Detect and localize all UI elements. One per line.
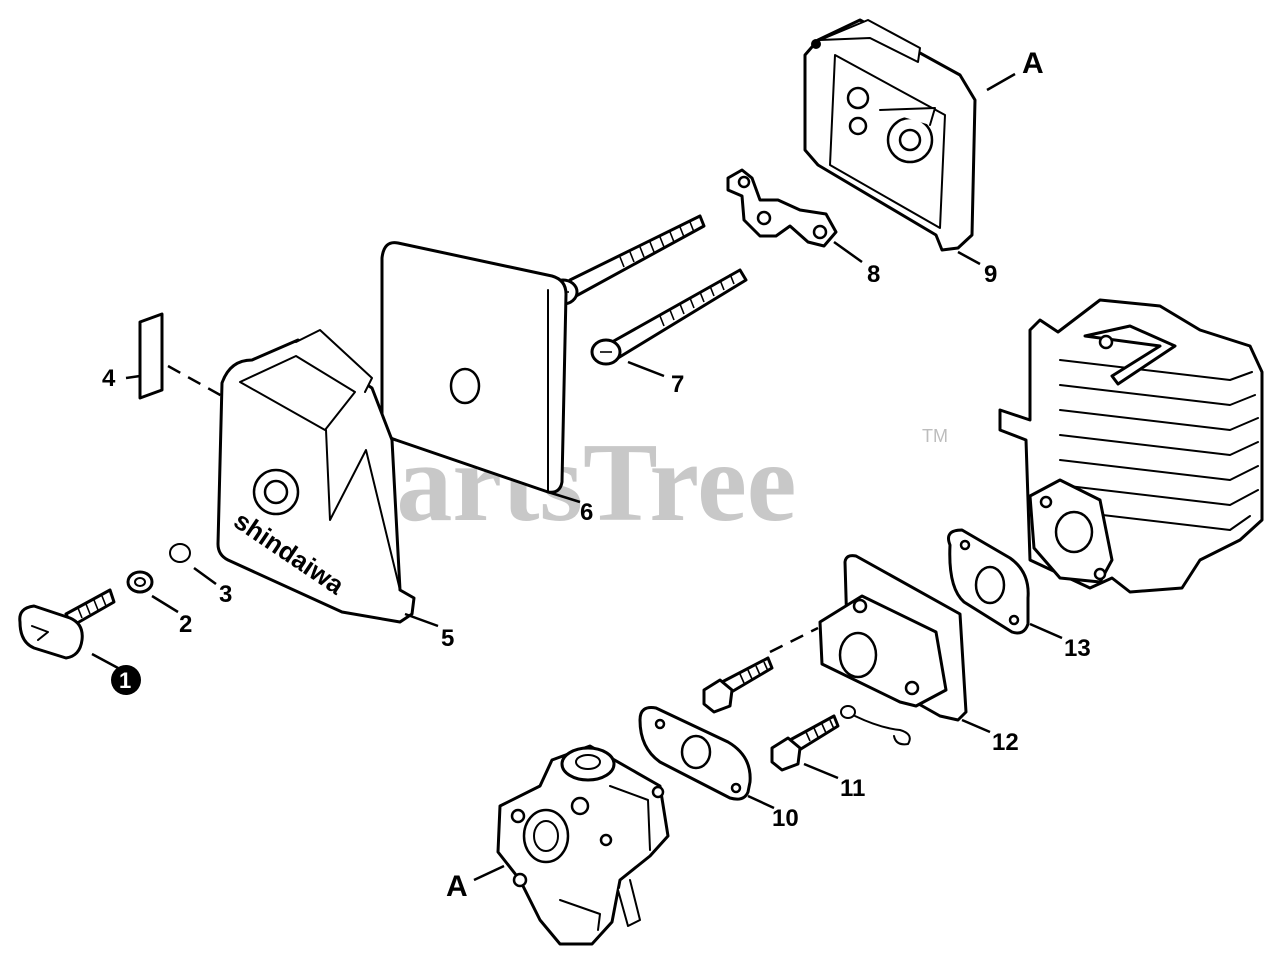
- part-12-clip[interactable]: [840, 705, 911, 746]
- leader-5: [404, 612, 439, 628]
- leader-6: [547, 490, 581, 504]
- part-5-air-cleaner-cover[interactable]: shindaiwa: [216, 329, 416, 624]
- part-8-bracket[interactable]: [726, 168, 838, 248]
- callout-13[interactable]: 13: [1064, 635, 1091, 662]
- leader-3: [193, 566, 217, 586]
- part-4-label[interactable]: [138, 312, 164, 400]
- leader-ref-a-top: [986, 72, 1016, 92]
- reference-a-bottom: A: [446, 870, 468, 903]
- dashline-4-to-5: [167, 364, 223, 398]
- leader-1: [91, 652, 119, 670]
- callout-5[interactable]: 5: [441, 625, 454, 652]
- leader-8: [833, 240, 863, 264]
- part-9-air-cleaner-base[interactable]: [803, 18, 977, 252]
- leader-2: [151, 594, 179, 614]
- leader-13: [1029, 622, 1063, 640]
- part-11-bolt-upper[interactable]: [702, 656, 774, 714]
- callout-12[interactable]: 12: [992, 729, 1019, 756]
- part-13-gasket[interactable]: [947, 528, 1030, 635]
- callout-2[interactable]: 2: [179, 611, 192, 638]
- watermark-trademark: TM: [922, 426, 948, 446]
- leader-10: [747, 794, 775, 810]
- callout-1-circled[interactable]: 1: [111, 665, 141, 695]
- part-7-long-screw-lower[interactable]: [590, 268, 748, 366]
- leader-7: [627, 360, 665, 378]
- callout-9[interactable]: 9: [984, 261, 997, 288]
- callout-6[interactable]: 6: [580, 499, 593, 526]
- part-1-knob-bolt[interactable]: [18, 588, 116, 660]
- callout-10[interactable]: 10: [772, 805, 799, 832]
- dashline-11-to-12: [769, 626, 819, 654]
- reference-a-top: A: [1022, 47, 1044, 80]
- carburetor: [496, 744, 670, 946]
- callout-7[interactable]: 7: [671, 371, 684, 398]
- part-7-long-screw-upper[interactable]: [547, 214, 706, 306]
- part-2-washer[interactable]: [126, 570, 154, 594]
- leader-4: [125, 374, 141, 380]
- leader-12: [961, 718, 991, 734]
- leader-11: [803, 762, 839, 780]
- callout-3[interactable]: 3: [219, 581, 232, 608]
- part-12-insulator[interactable]: [818, 554, 968, 722]
- callout-4[interactable]: 4: [102, 365, 116, 392]
- leader-ref-a-bottom: [473, 864, 505, 882]
- callout-11[interactable]: 11: [840, 775, 865, 802]
- part-3-o-ring[interactable]: [169, 543, 191, 563]
- engine-cylinder: [998, 298, 1264, 594]
- part-11-bolt-lower[interactable]: [770, 714, 840, 772]
- callout-8[interactable]: 8: [867, 261, 880, 288]
- callout-1[interactable]: 1: [119, 668, 131, 693]
- leader-9: [957, 250, 981, 266]
- part-10-carburetor-gasket[interactable]: [638, 706, 752, 801]
